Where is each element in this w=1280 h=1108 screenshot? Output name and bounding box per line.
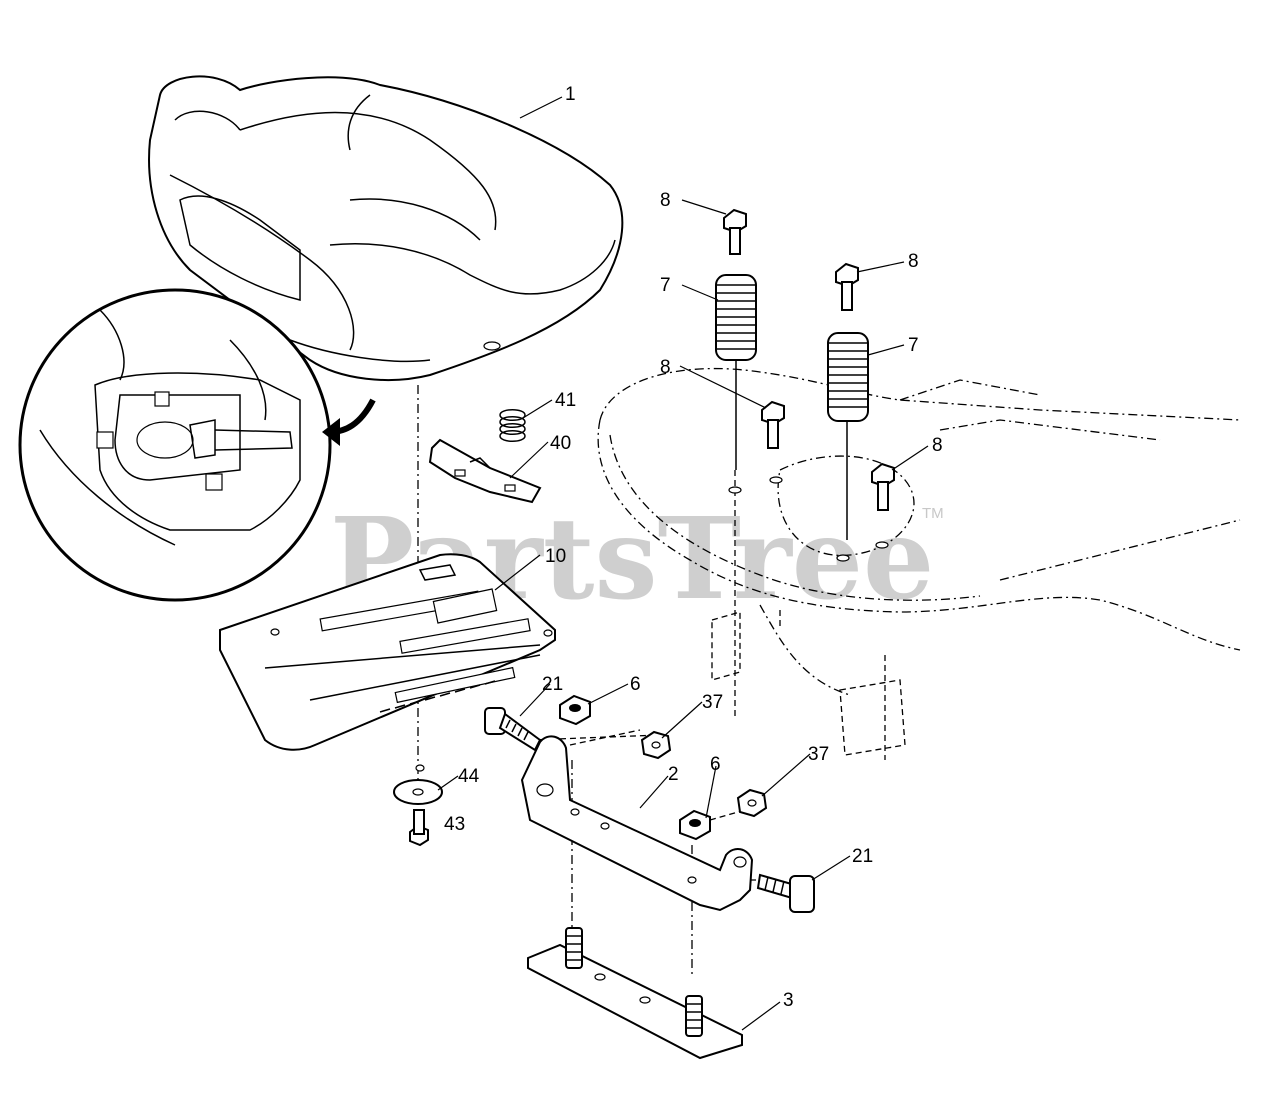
callout-37-a: 37 (702, 692, 723, 713)
tractor-frame-outline (597, 367, 1241, 760)
callout-40: 40 (550, 433, 571, 454)
callout-21-a: 21 (542, 674, 563, 695)
callout-leaders (437, 96, 929, 1031)
nut-37-left (640, 730, 672, 760)
callout-41: 41 (555, 390, 576, 411)
detail-arrowhead (322, 418, 340, 446)
callout-3: 3 (783, 990, 794, 1011)
callout-1: 1 (565, 84, 576, 105)
seat-part (148, 75, 624, 381)
callout-8-a: 8 (660, 190, 671, 211)
bolt-21-right (756, 873, 815, 913)
screw-43 (409, 809, 429, 847)
callout-6-a: 6 (630, 674, 641, 695)
bolt-8-mid-left (761, 400, 785, 449)
bolt-8-top-left (723, 208, 747, 255)
callout-8-d: 8 (932, 435, 943, 456)
callout-2: 2 (668, 764, 679, 785)
detail-inset (18, 288, 332, 602)
mount-bracket (520, 735, 754, 912)
callout-43: 43 (444, 814, 465, 835)
bolt-8-mid-right (871, 462, 895, 511)
washer-44 (393, 779, 443, 805)
bolt-21-left (484, 707, 542, 752)
seat-switch-bracket (428, 438, 542, 504)
bolt-8-top-right (835, 262, 859, 311)
callout-21-b: 21 (852, 846, 873, 867)
base-plate (527, 927, 743, 1060)
nut-6-top (559, 694, 591, 726)
spring-7-left (715, 274, 757, 361)
callout-37-b: 37 (808, 744, 829, 765)
callout-8-c: 8 (660, 357, 671, 378)
nut-37-right (736, 788, 768, 818)
small-spring (499, 409, 526, 442)
seat-pan-part (219, 553, 556, 772)
callout-7-b: 7 (908, 335, 919, 356)
callout-7-a: 7 (660, 275, 671, 296)
nut-6-bottom (679, 809, 711, 841)
spring-7-right (827, 332, 869, 422)
callout-8-b: 8 (908, 251, 919, 272)
callout-10: 10 (545, 546, 566, 567)
callout-6-b: 6 (710, 754, 721, 775)
watermark-trademark: TM (922, 505, 944, 522)
callout-44: 44 (458, 766, 480, 787)
